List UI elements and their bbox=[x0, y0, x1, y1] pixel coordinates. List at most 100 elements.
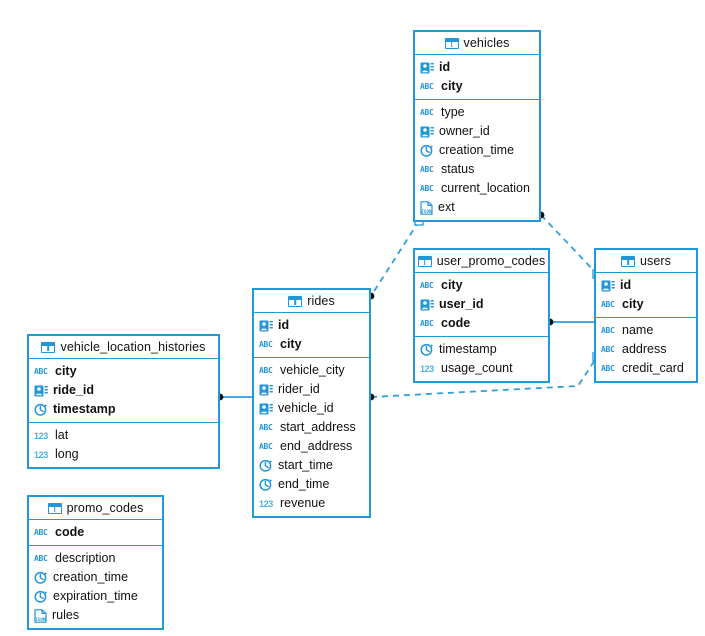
field-row[interactable]: ABC address bbox=[596, 340, 696, 359]
table-grid-icon bbox=[47, 502, 62, 514]
abc-text-type-icon: ABC bbox=[601, 344, 615, 354]
table-header[interactable]: user_promo_codes bbox=[415, 250, 548, 273]
pk-field-row[interactable]: ABC code bbox=[415, 314, 548, 333]
numeric-type-icon: 123 bbox=[34, 449, 48, 460]
abc-text-type-icon: ABC bbox=[420, 107, 434, 117]
field-row[interactable]: creation_time bbox=[415, 141, 539, 160]
key-field-icon bbox=[259, 320, 273, 332]
field-row[interactable]: JSON rules bbox=[29, 606, 162, 625]
key-field-icon bbox=[601, 280, 615, 292]
field-name: usage_count bbox=[441, 361, 513, 376]
field-name: rider_id bbox=[278, 382, 320, 397]
field-name: type bbox=[441, 105, 465, 120]
pk-field-row[interactable]: ABC city bbox=[254, 335, 369, 354]
field-name: city bbox=[55, 364, 77, 379]
field-row[interactable]: ABC type bbox=[415, 103, 539, 122]
pk-field-row[interactable]: id bbox=[596, 276, 696, 295]
table-grid-icon bbox=[444, 37, 459, 49]
key-field-icon bbox=[259, 403, 273, 415]
field-row[interactable]: end_time bbox=[254, 475, 369, 494]
abc-text-type-icon: ABC bbox=[259, 339, 273, 349]
field-name: city bbox=[441, 278, 463, 293]
abc-text-type-icon: ABC bbox=[34, 366, 48, 376]
field-name: id bbox=[278, 318, 290, 333]
field-row[interactable]: start_time bbox=[254, 456, 369, 475]
field-name: city bbox=[280, 337, 302, 352]
field-name: start_address bbox=[280, 420, 356, 435]
relationship-user_promo_codes-users[interactable] bbox=[546, 318, 594, 326]
abc-text-type-icon: ABC bbox=[259, 441, 273, 451]
table-header[interactable]: rides bbox=[254, 290, 369, 313]
key-field-icon bbox=[259, 384, 273, 396]
pk-field-row[interactable]: id bbox=[415, 58, 539, 77]
field-name: creation_time bbox=[53, 570, 129, 585]
key-field-icon bbox=[420, 126, 434, 138]
field-name: id bbox=[620, 278, 632, 293]
pk-field-row[interactable]: timestamp bbox=[29, 400, 218, 419]
field-row[interactable]: expiration_time bbox=[29, 587, 162, 606]
table-header[interactable]: vehicle_location_histories bbox=[29, 336, 218, 359]
table-header[interactable]: users bbox=[596, 250, 696, 273]
pk-field-row[interactable]: ABC city bbox=[29, 362, 218, 381]
abc-text-type-icon: ABC bbox=[259, 422, 273, 432]
pk-field-row[interactable]: id bbox=[254, 316, 369, 335]
json-type-icon: JSON bbox=[34, 608, 47, 623]
field-name: rules bbox=[52, 608, 80, 623]
field-name: address bbox=[622, 342, 667, 357]
abc-text-type-icon: ABC bbox=[420, 164, 434, 174]
field-row[interactable]: ABC start_address bbox=[254, 418, 369, 437]
field-name: lat bbox=[55, 428, 69, 443]
field-row[interactable]: timestamp bbox=[415, 340, 548, 359]
field-row[interactable]: owner_id bbox=[415, 122, 539, 141]
key-field-icon bbox=[420, 62, 434, 74]
table-header[interactable]: vehicles bbox=[415, 32, 539, 55]
field-row[interactable]: rider_id bbox=[254, 380, 369, 399]
field-name: description bbox=[55, 551, 116, 566]
field-name: code bbox=[441, 316, 471, 331]
field-name: end_time bbox=[278, 477, 330, 492]
field-row[interactable]: creation_time bbox=[29, 568, 162, 587]
abc-text-type-icon: ABC bbox=[420, 318, 434, 328]
relationship-vehicle_location_histories-rides[interactable] bbox=[216, 393, 252, 401]
pk-field-row[interactable]: ride_id bbox=[29, 381, 218, 400]
field-name: vehicle_city bbox=[280, 363, 345, 378]
timestamp-type-icon bbox=[420, 144, 434, 157]
pk-field-row[interactable]: user_id bbox=[415, 295, 548, 314]
numeric-type-icon: 123 bbox=[259, 498, 273, 509]
field-row[interactable]: vehicle_id bbox=[254, 399, 369, 418]
field-name: timestamp bbox=[439, 342, 497, 357]
table-name: vehicle_location_histories bbox=[60, 340, 206, 354]
field-name: ride_id bbox=[53, 383, 94, 398]
table-header[interactable]: promo_codes bbox=[29, 497, 162, 520]
field-name: vehicle_id bbox=[278, 401, 334, 416]
timestamp-type-icon bbox=[34, 571, 48, 584]
abc-text-type-icon: ABC bbox=[34, 527, 48, 537]
